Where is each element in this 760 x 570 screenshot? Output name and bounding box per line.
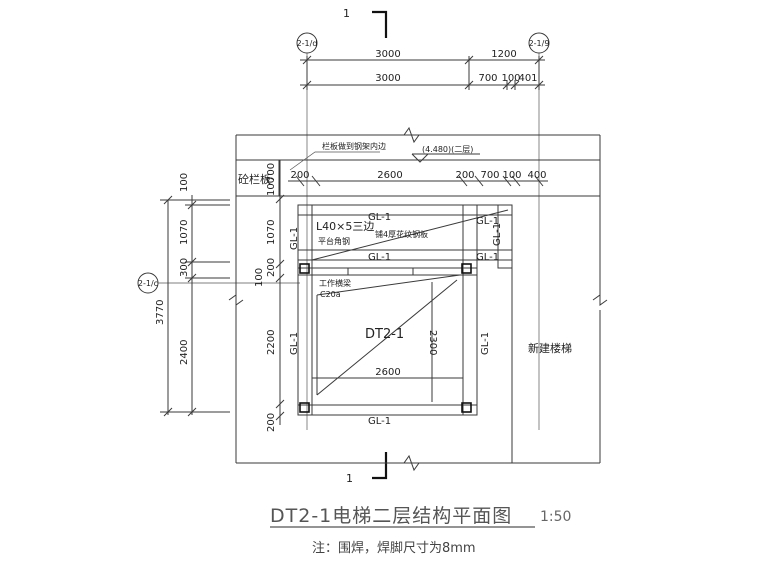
gl-label-top: GL-1 <box>368 212 391 223</box>
drawing-title: DT2-1电梯二层结构平面图 <box>270 505 512 527</box>
dim-top2-401: 401 <box>518 73 537 84</box>
dim-left-3770: 3770 <box>155 300 166 325</box>
dim-inner-700: 700 <box>480 170 499 181</box>
steel-frame <box>297 204 513 463</box>
dim-inner-100: 100 <box>502 170 521 181</box>
outer-wall-outline <box>228 126 608 472</box>
axis-bubble-left-label: 2-1/d <box>297 39 318 48</box>
elevation-marker <box>411 153 480 163</box>
axis-bubble-right-label: 2-1/9 <box>529 39 550 48</box>
gl-label-right-a: GL-1 <box>476 216 499 227</box>
dim-top-1200: 1200 <box>491 49 516 60</box>
dim-inner-left-200: 200 <box>266 258 277 277</box>
elevation-label: (4.480)(二层) <box>422 145 473 154</box>
dim-diag-2300: 2300 <box>427 330 438 355</box>
platform-angle-label: 平台角钢 <box>318 236 350 246</box>
gl-label-right-b: GL-1 <box>476 252 499 263</box>
dim-inner-2600: 2600 <box>377 170 402 181</box>
axis-bubble-side: 2-1/c <box>137 272 159 294</box>
dim-inner-left-200b: 200 <box>266 413 277 432</box>
new-stair-label: 新建楼梯 <box>528 341 572 355</box>
dim-inner-left-1070: 1070 <box>266 220 277 245</box>
dim-top2-3000: 3000 <box>375 73 400 84</box>
dim-left-1070: 1070 <box>179 220 190 245</box>
axis-bubble-side-label: 2-1/c <box>138 279 158 288</box>
dim-top2-100: 100 <box>501 73 520 84</box>
parapet-label: 砼栏板 <box>238 172 271 186</box>
dim-inner-200-left: 200 <box>290 170 309 181</box>
inner-top-dimension-lines <box>288 175 548 187</box>
axis-bubble-left: 2-1/d <box>296 32 318 54</box>
drawing-scale: 1:50 <box>540 509 571 525</box>
railing-note: 栏板做到钢架内边 <box>322 141 386 151</box>
section-mark-bottom-label: 1 <box>346 472 353 485</box>
plate-note-label: 铺4厚花纹钢板 <box>375 229 428 239</box>
gl-label-mid: GL-1 <box>368 252 391 263</box>
beam-note-label: 工作横梁 <box>319 278 351 288</box>
dim-inner-left-100: 100 <box>266 177 277 196</box>
axis-bubble-right: 2-1/9 <box>528 32 550 54</box>
elevator-label: DT2-1 <box>365 327 404 342</box>
dim-inner-left-700: 700 <box>266 163 277 182</box>
axis-lines <box>158 53 540 430</box>
inner-left-dimension-lines <box>275 160 285 425</box>
gl-label-right-col: GL-1 <box>480 332 491 355</box>
dim-left-300: 300 <box>179 258 190 277</box>
section-mark-top-label: 1 <box>343 7 350 20</box>
c20-label: C20a <box>320 290 341 299</box>
gl-label-right-narrow: GL-1 <box>492 223 503 246</box>
dim-inner-200-right: 200 <box>455 170 474 181</box>
left-dimension-lines <box>160 195 230 417</box>
dim-top-3000: 3000 <box>375 49 400 60</box>
dim-left-100: 100 <box>179 173 190 192</box>
top-dimension-lines <box>300 55 545 90</box>
section-mark-top: 1 <box>343 7 388 38</box>
dim-top2-700: 700 <box>478 73 497 84</box>
dim-left-2400: 2400 <box>179 340 190 365</box>
section-mark-bottom: 1 <box>346 452 388 485</box>
dim-inner-left-2200: 2200 <box>266 330 277 355</box>
gl-label-bottom: GL-1 <box>368 416 391 427</box>
gl-label-left-bottom: GL-1 <box>289 332 300 355</box>
dim-inner-400: 400 <box>527 170 546 181</box>
dim-inner-left-100b: 100 <box>254 268 265 287</box>
weld-note: 注：围焊，焊脚尺寸为8mm <box>312 540 476 556</box>
dim-mid-2600: 2600 <box>375 367 400 378</box>
column-posts <box>299 263 472 413</box>
angle-steel-label: L40×5三边 <box>316 220 374 233</box>
gl-label-left-top: GL-1 <box>289 227 300 250</box>
